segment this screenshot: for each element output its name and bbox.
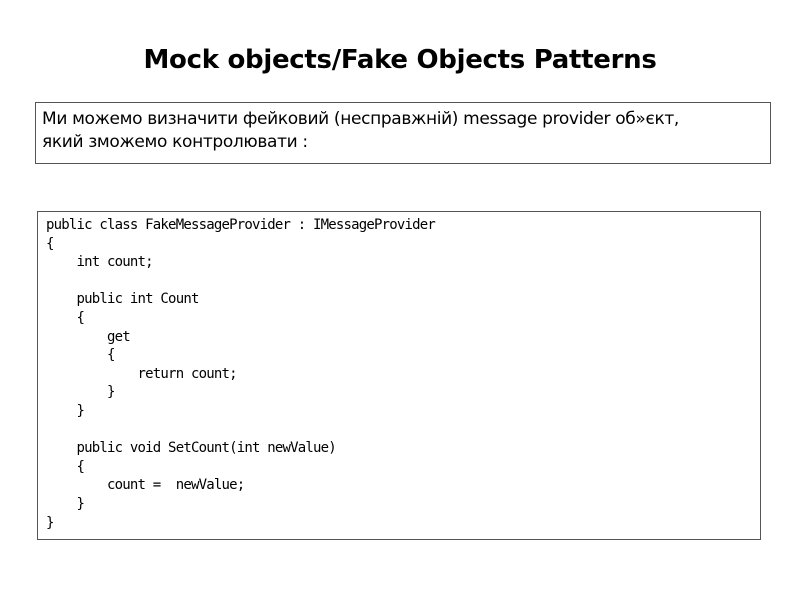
code-line: { xyxy=(46,235,54,252)
code-line xyxy=(46,272,752,291)
code-line xyxy=(46,421,752,440)
code-line: } xyxy=(46,402,85,419)
callout-line-2: який зможемо контролювати : xyxy=(42,132,308,152)
code-block: public class FakeMessageProvider : IMess… xyxy=(37,211,761,540)
code-line: } xyxy=(46,514,54,531)
code-line: public void SetCount(int newValue) xyxy=(46,440,337,457)
code-line: { xyxy=(46,309,85,326)
code-line: } xyxy=(46,495,85,512)
description-callout: Ми можемо визначити фейковий (несправжні… xyxy=(35,102,771,164)
code-line: get xyxy=(46,328,131,345)
code-line: public class FakeMessageProvider : IMess… xyxy=(46,217,436,233)
code-line: count = newValue; xyxy=(46,477,245,494)
code-line: { xyxy=(46,347,115,364)
code-line: int count; xyxy=(46,254,154,271)
code-line: } xyxy=(46,384,115,401)
code-line: return count; xyxy=(46,365,238,382)
slide-title: Mock objects/Fake Objects Patterns xyxy=(143,45,657,75)
callout-line-1: Ми можемо визначити фейковий (несправжні… xyxy=(42,109,679,129)
code-line: public int Count xyxy=(46,291,200,308)
code-line: { xyxy=(46,458,85,475)
